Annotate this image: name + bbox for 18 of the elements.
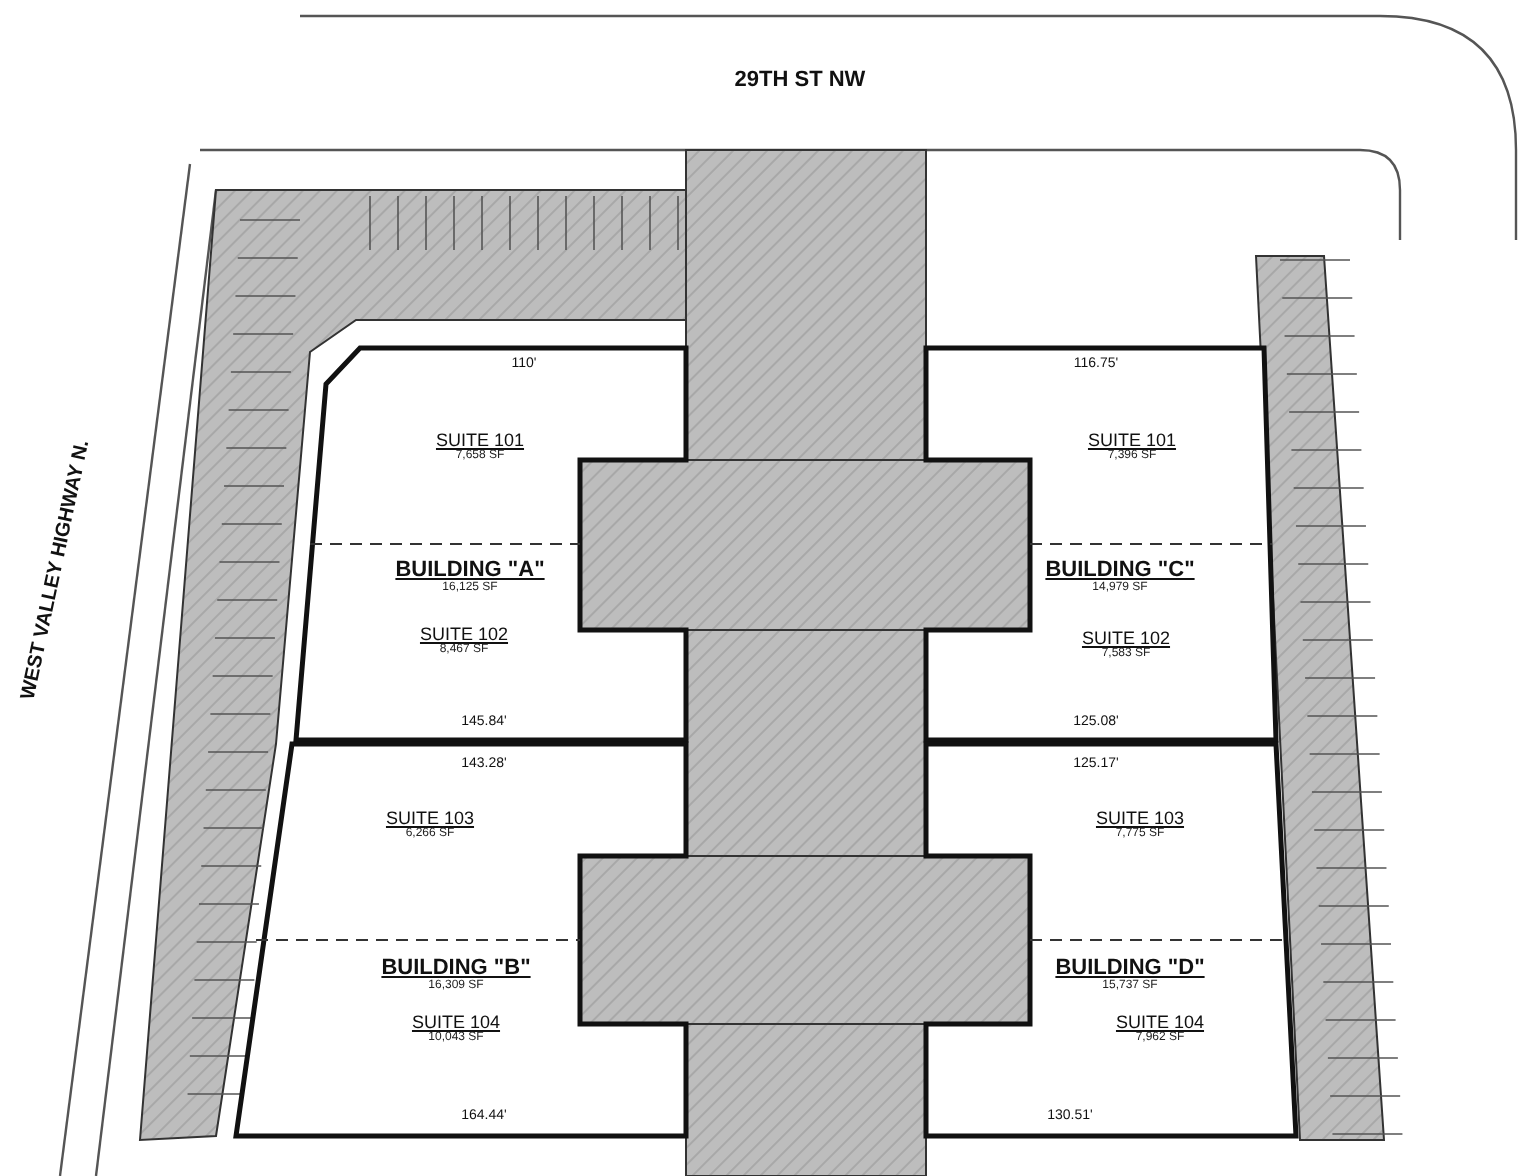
suite-name: SUITE 101 (1087, 430, 1177, 450)
street-name: 29TH ST NW (734, 68, 866, 92)
building-name: BUILDING "C" (1045, 558, 1195, 582)
suite-name: SUITE 101 (435, 430, 525, 450)
suite-name: SUITE 102 (1081, 628, 1171, 648)
suite-name: SUITE 104 (411, 1012, 501, 1032)
building-outline (296, 348, 686, 740)
suite-name: SUITE 104 (1115, 1012, 1205, 1032)
building-name: BUILDING "A" (395, 558, 545, 582)
building-outline (926, 348, 1276, 740)
building-outline (926, 744, 1296, 1136)
building-name: BUILDING "D" (1055, 956, 1205, 980)
street-name: WEST VALLEY HIGHWAY N. (17, 438, 95, 702)
building-outline (236, 744, 686, 1136)
suite-name: SUITE 103 (1095, 808, 1185, 828)
suite-name: SUITE 102 (419, 624, 509, 644)
suite-name: SUITE 103 (385, 808, 475, 828)
building-name: BUILDING "B" (381, 956, 531, 980)
